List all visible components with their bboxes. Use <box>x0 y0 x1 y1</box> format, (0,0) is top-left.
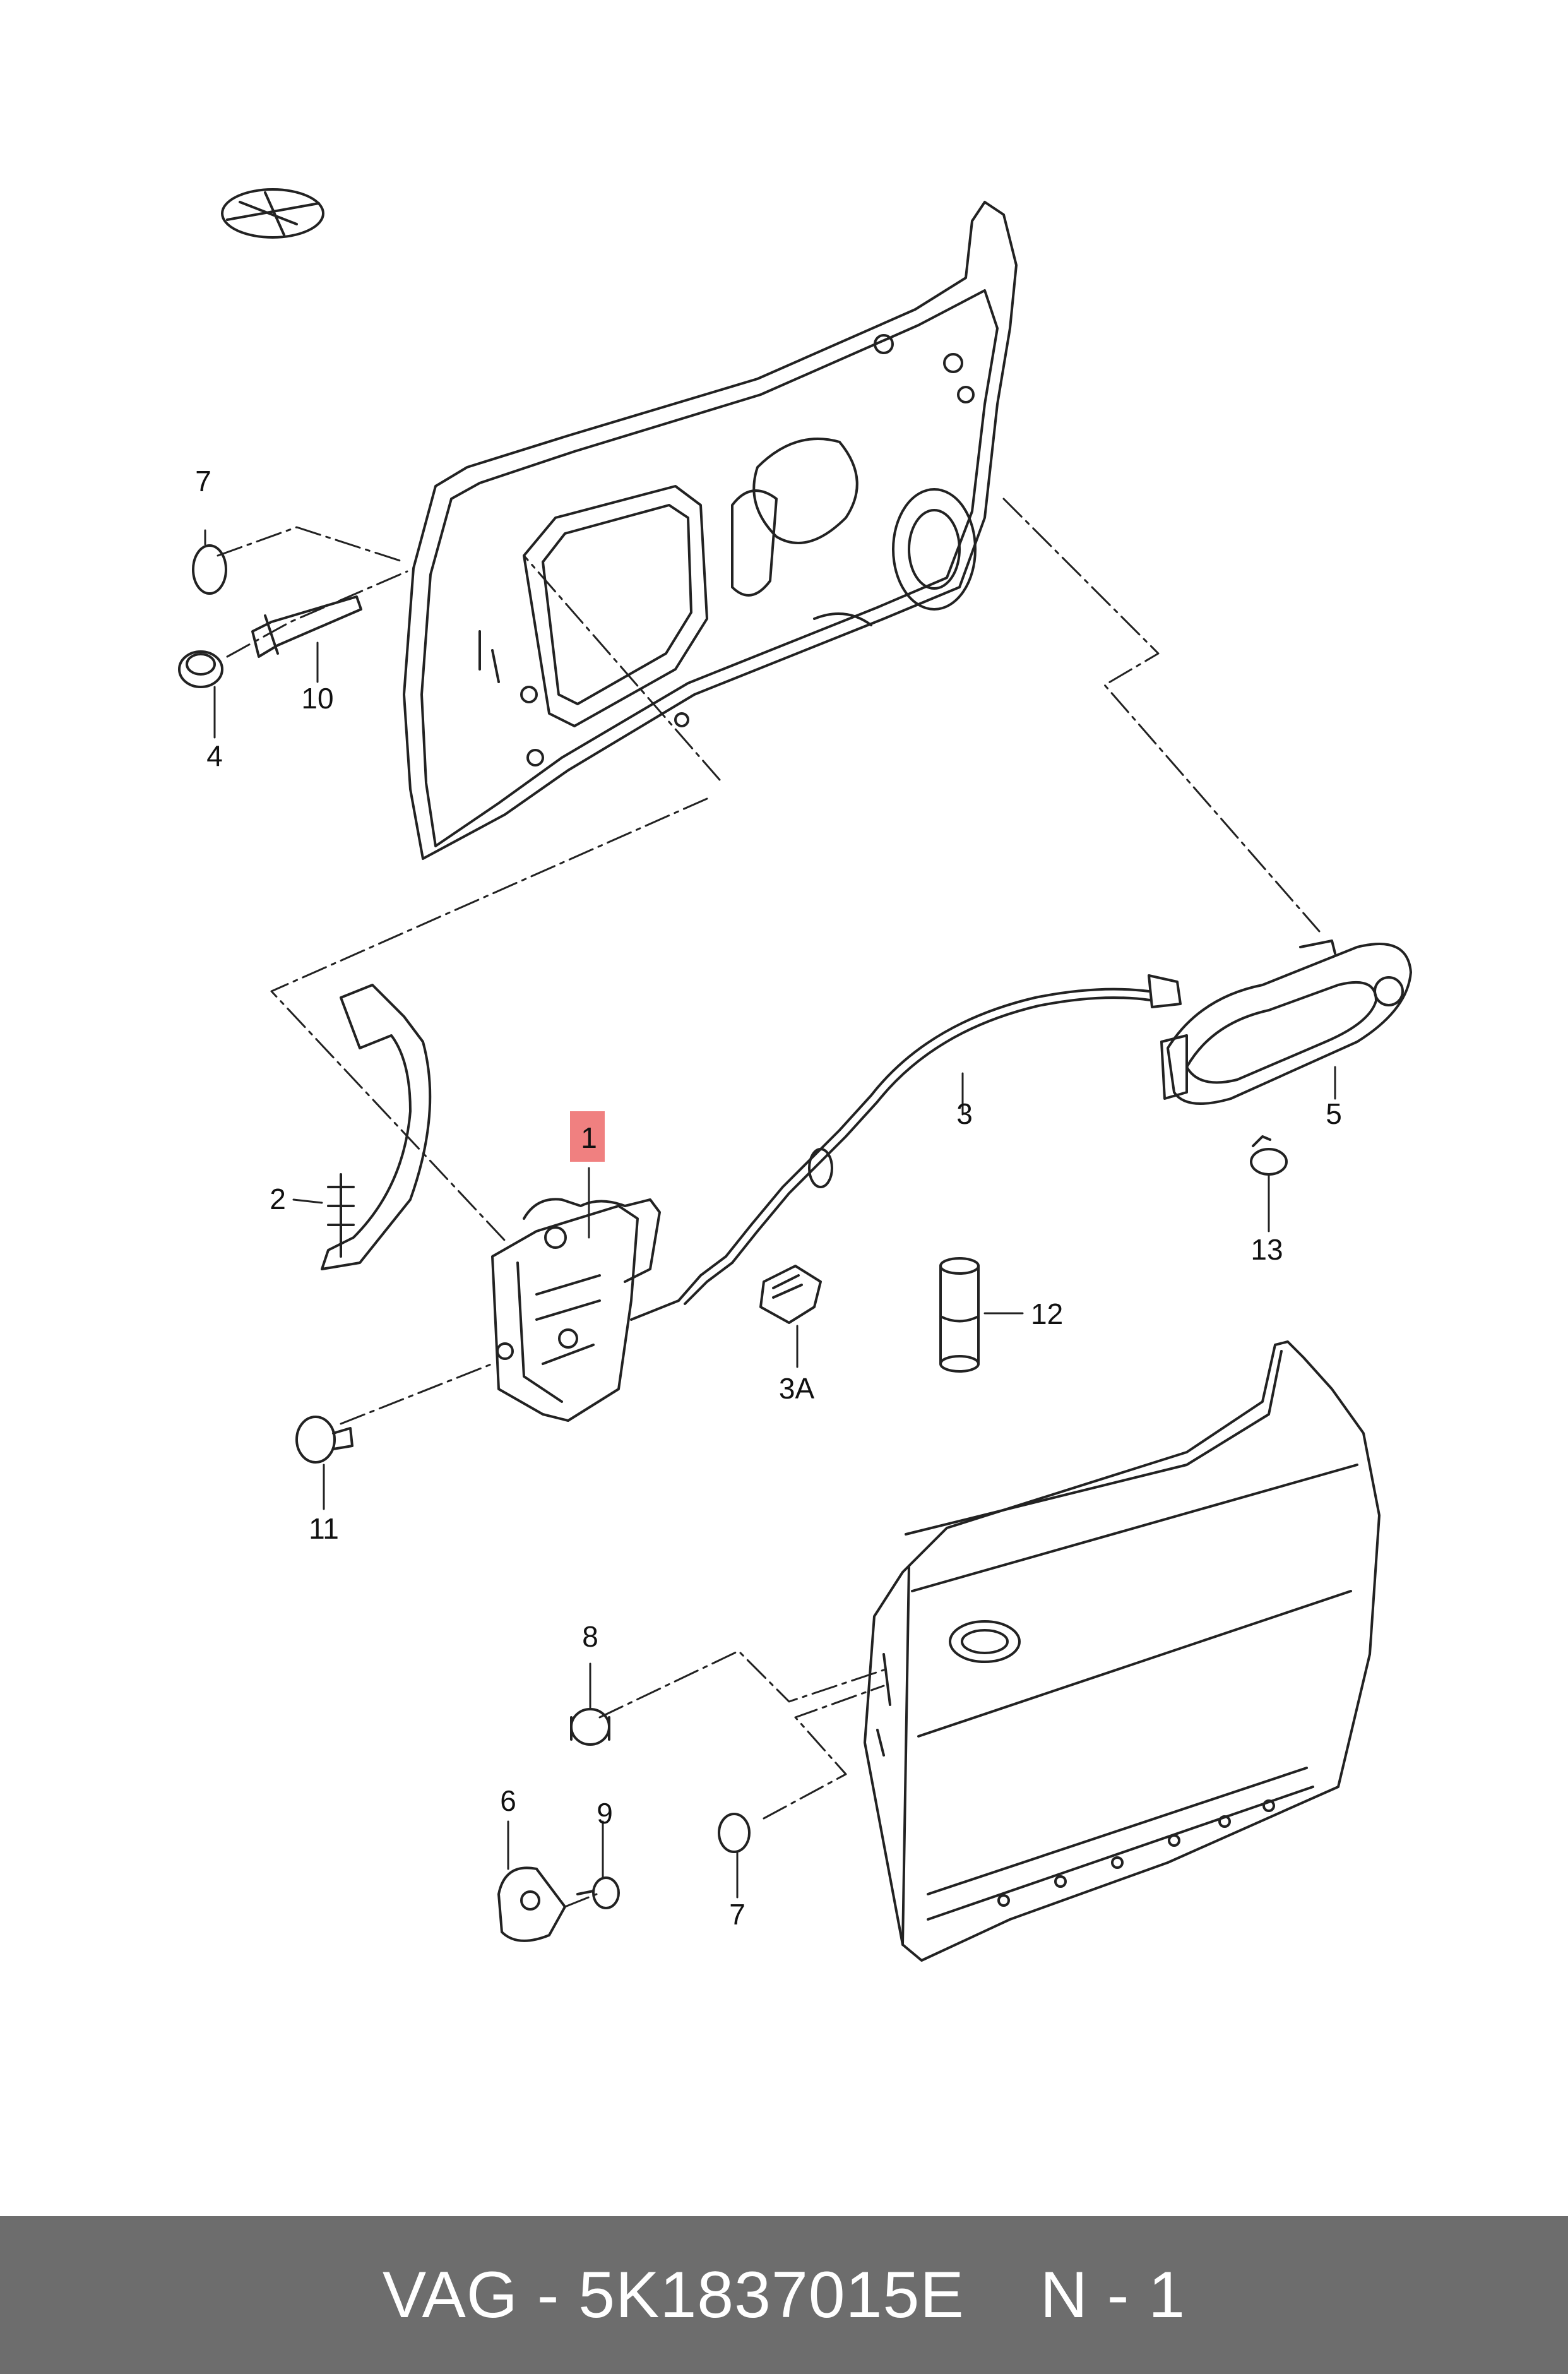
footer-bar: VAG - 5K1837015E N - 1 <box>0 2216 1568 2374</box>
parts-diagram: 7 10 4 1 2 3 5 13 12 3A 11 8 6 9 7 <box>178 188 1412 1962</box>
callout-7-bottom: 7 <box>729 1898 745 1931</box>
footer-text: VAG - 5K1837015E N - 1 <box>383 2258 1185 2333</box>
callout-5: 5 <box>1326 1097 1342 1130</box>
callout-1-highlight <box>570 1111 605 1162</box>
part-reference: VAG - 5K1837015E <box>382 2258 965 2332</box>
door-lock-part-1 <box>491 1198 680 1422</box>
callout-11: 11 <box>309 1512 339 1545</box>
callout-7-top: 7 <box>195 465 211 498</box>
o-ring-part-7-bottom <box>718 1813 751 1853</box>
bolt-part-11 <box>295 1416 353 1464</box>
callout-1: 1 <box>581 1121 597 1154</box>
reference-lines <box>217 498 1321 1908</box>
screw-part-13 <box>1250 1135 1288 1176</box>
inner-door-panel <box>403 201 1018 860</box>
callout-8: 8 <box>582 1620 598 1653</box>
callout-3: 3 <box>956 1097 973 1130</box>
callout-6: 6 <box>500 1784 516 1817</box>
striker-part-6 <box>497 1866 566 1942</box>
screw-part-9 <box>576 1876 620 1909</box>
plug-part-4 <box>178 650 223 688</box>
callout-4: 4 <box>206 739 223 772</box>
page-reference: N - 1 <box>1040 2258 1186 2332</box>
callout-2: 2 <box>270 1183 286 1215</box>
callout-9: 9 <box>597 1797 613 1830</box>
o-ring-part-7 <box>192 544 227 595</box>
callout-10: 10 <box>301 682 333 715</box>
outer-door-panel <box>864 1340 1381 1962</box>
leader-lines <box>204 529 1336 1899</box>
connector-part-3A <box>759 1265 822 1324</box>
lock-cylinder-part-12 <box>939 1257 980 1373</box>
logo-icon <box>221 188 324 239</box>
release-rod-part-2 <box>321 984 432 1270</box>
callout-12: 12 <box>1031 1297 1063 1330</box>
bolt-part-10 <box>251 595 362 658</box>
grommet-part-8 <box>570 1708 610 1746</box>
cable-part-3 <box>677 974 1182 1305</box>
door-handle-part-5 <box>1160 939 1412 1105</box>
callout-13: 13 <box>1250 1233 1283 1266</box>
callout-3A: 3A <box>779 1372 815 1405</box>
